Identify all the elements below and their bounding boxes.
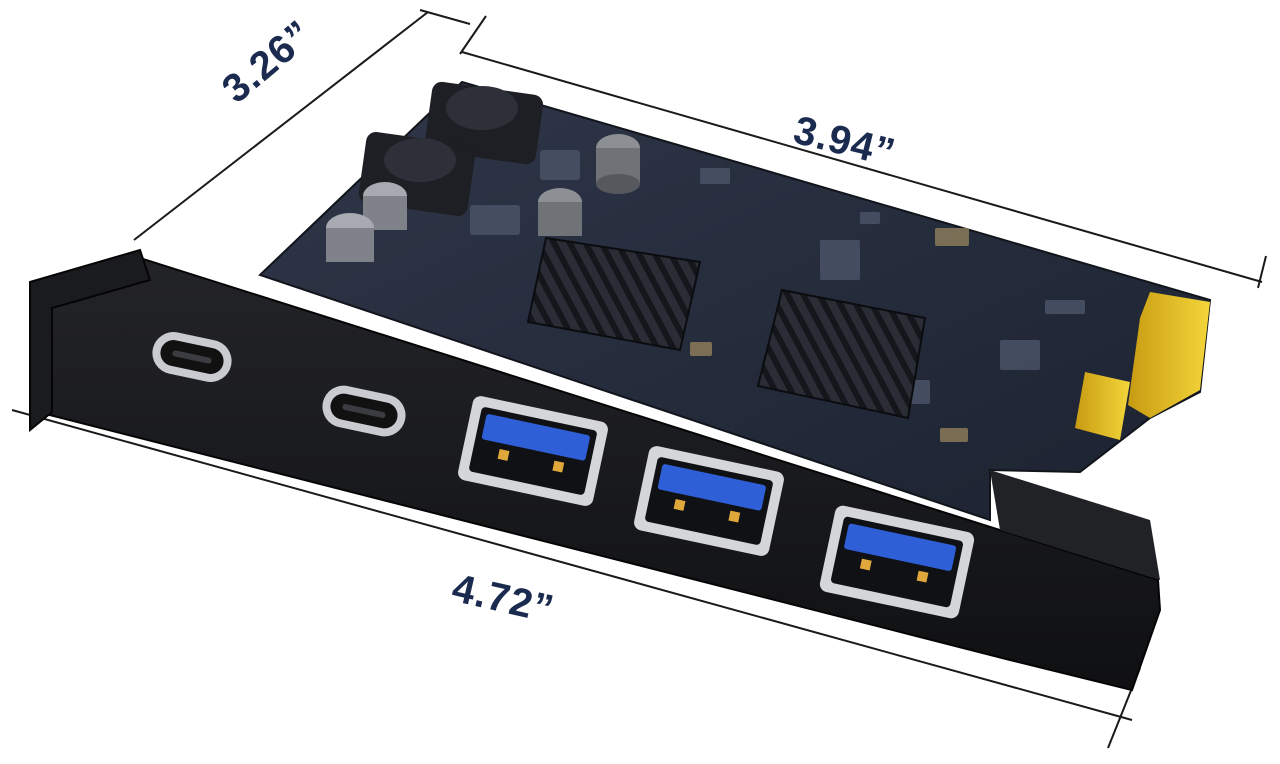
width-dimension-line — [461, 51, 1263, 283]
gold-edge-connector — [1128, 292, 1210, 418]
capacitors — [326, 134, 640, 262]
heatsinks — [526, 236, 927, 420]
height-dimension-line — [133, 11, 429, 241]
pcb-board — [258, 80, 1212, 522]
length-dimension-line — [11, 409, 1133, 721]
usb-ports — [152, 332, 975, 619]
usb-a-port — [458, 396, 608, 506]
usb-a-port — [819, 505, 975, 619]
usb-c-port — [322, 385, 406, 437]
usb-c-port — [152, 332, 232, 382]
usb-a-port — [634, 446, 784, 556]
